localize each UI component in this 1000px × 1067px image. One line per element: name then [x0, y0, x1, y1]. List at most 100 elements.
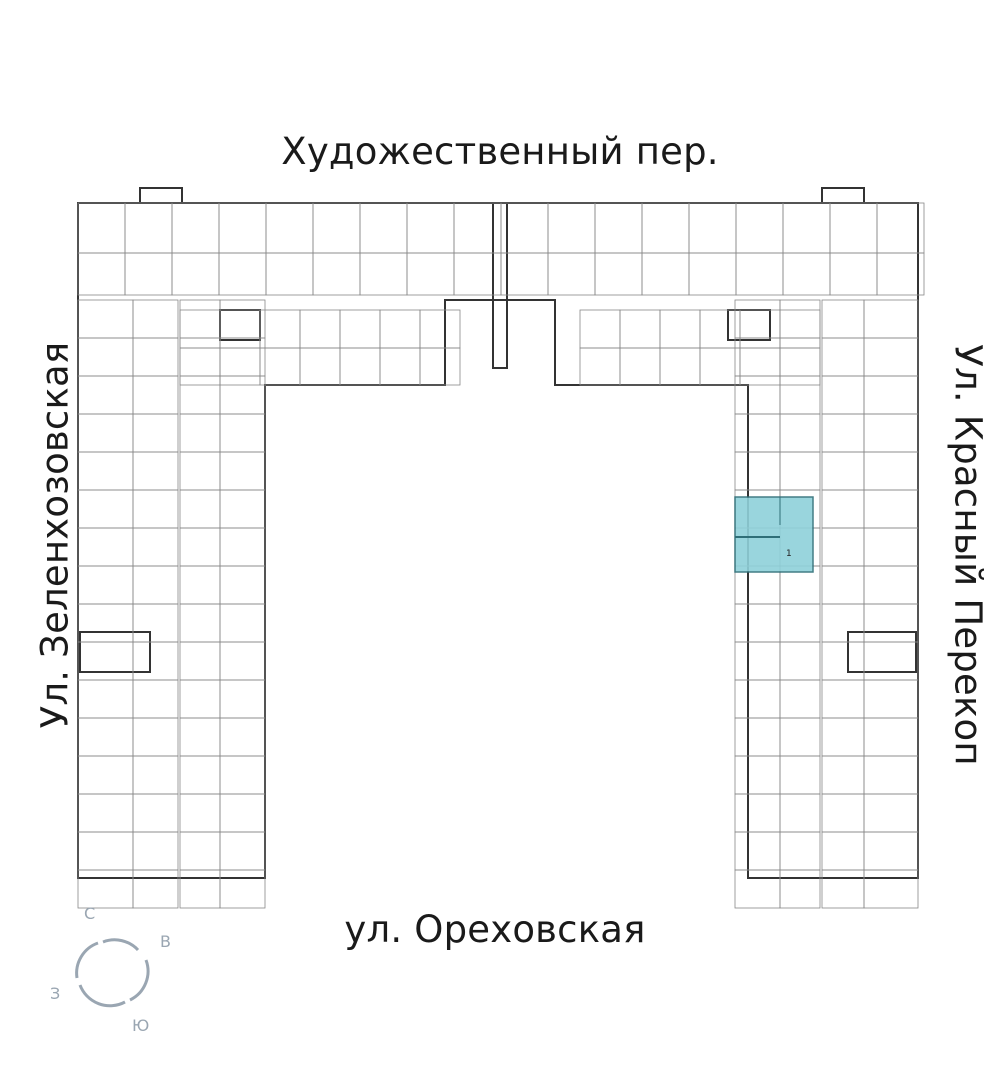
room: [77, 527, 134, 567]
room: [829, 252, 878, 296]
room: [863, 793, 919, 833]
room: [863, 717, 919, 757]
balcony: [821, 187, 865, 204]
room: [619, 347, 661, 386]
room: [179, 603, 221, 643]
room: [734, 337, 781, 377]
room: [863, 489, 919, 529]
room: [821, 717, 865, 757]
room: [779, 309, 821, 349]
room: [829, 202, 878, 254]
room: [863, 337, 919, 377]
room: [406, 252, 455, 296]
street-label-south: ул. Ореховская: [344, 908, 646, 951]
room: [379, 309, 421, 349]
room: [863, 565, 919, 605]
room: [739, 347, 781, 386]
room: [179, 869, 221, 909]
room: [77, 252, 126, 296]
stairwell: [847, 631, 917, 673]
room: [219, 299, 266, 339]
room: [179, 375, 221, 415]
building-joint: [492, 202, 508, 369]
room: [821, 869, 865, 909]
room: [77, 202, 126, 254]
room: [547, 252, 596, 296]
room: [179, 299, 221, 339]
room: [132, 641, 179, 681]
room: [735, 252, 784, 296]
room: [734, 641, 781, 681]
room: [821, 451, 865, 491]
room: [339, 309, 381, 349]
room: [179, 337, 221, 377]
street-label-west: Ул. Зеленхозовская: [33, 341, 77, 729]
room: [876, 252, 925, 296]
room: [641, 202, 690, 254]
room: [779, 717, 821, 757]
room: [77, 793, 134, 833]
room: [299, 309, 341, 349]
room: [779, 347, 821, 386]
room: [821, 641, 865, 681]
room: [77, 413, 134, 453]
room: [688, 202, 737, 254]
highlighted-apartment-rooms: 1: [786, 549, 792, 559]
room: [218, 202, 267, 254]
room: [863, 831, 919, 871]
compass-west: З: [50, 984, 61, 1003]
compass-south: Ю: [132, 1016, 150, 1035]
room: [734, 717, 781, 757]
room: [132, 451, 179, 491]
room: [219, 755, 266, 795]
room: [259, 309, 301, 349]
room: [77, 451, 134, 491]
compass-icon: [75, 938, 150, 1008]
room: [124, 202, 173, 254]
room: [821, 299, 865, 339]
room: [179, 641, 221, 681]
room: [419, 347, 461, 386]
room: [779, 603, 821, 643]
room: [863, 375, 919, 415]
room: [299, 347, 341, 386]
room: [265, 202, 314, 254]
room: [77, 755, 134, 795]
room: [579, 309, 621, 349]
room: [219, 603, 266, 643]
room: [132, 717, 179, 757]
room: [219, 717, 266, 757]
room: [500, 202, 549, 254]
room: [734, 603, 781, 643]
room: [339, 347, 381, 386]
room: [863, 869, 919, 909]
room: [132, 831, 179, 871]
room: [219, 641, 266, 681]
room: [132, 527, 179, 567]
room: [132, 489, 179, 529]
room: [734, 679, 781, 719]
room: [734, 375, 781, 415]
room: [132, 869, 179, 909]
room: [132, 793, 179, 833]
balcony: [139, 187, 183, 204]
highlighted-apartment[interactable]: [734, 496, 814, 573]
room: [659, 309, 701, 349]
room: [219, 413, 266, 453]
room: [821, 755, 865, 795]
room: [863, 451, 919, 491]
room: [821, 413, 865, 453]
room: [132, 299, 179, 339]
room: [863, 527, 919, 567]
room: [219, 679, 266, 719]
room: [219, 337, 266, 377]
room: [171, 202, 220, 254]
room: [779, 641, 821, 681]
room: [179, 451, 221, 491]
stairwell: [219, 309, 261, 341]
room: [77, 565, 134, 605]
room: [779, 869, 821, 909]
room: [219, 527, 266, 567]
room: [132, 755, 179, 795]
room: [132, 375, 179, 415]
